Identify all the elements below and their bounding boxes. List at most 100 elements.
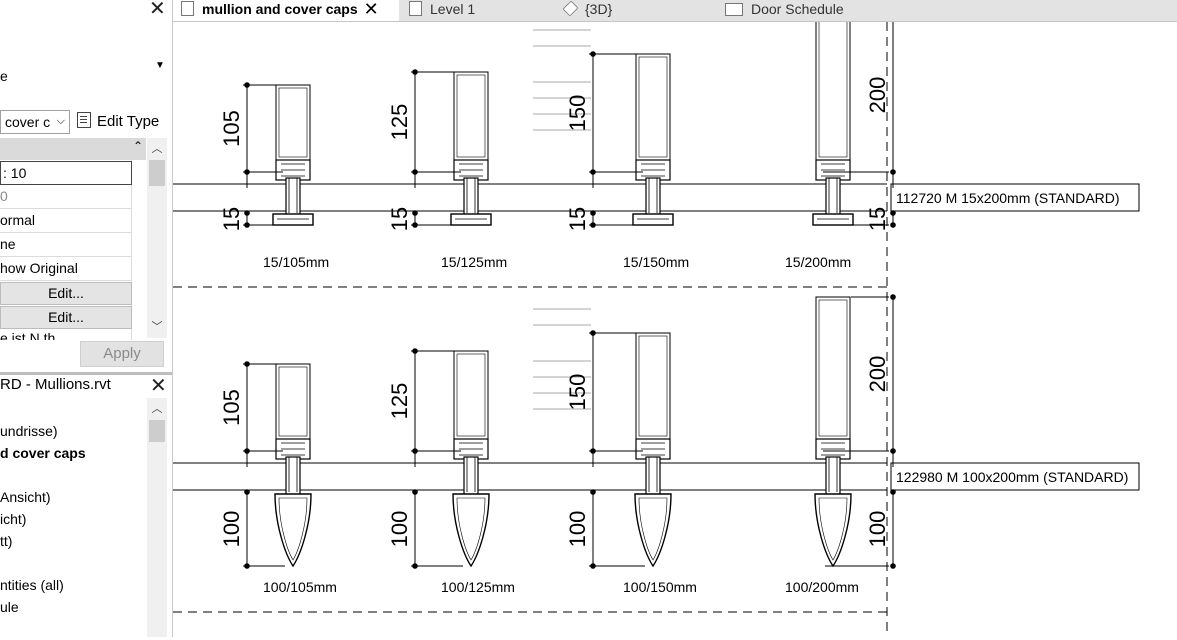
stem-detail <box>648 178 658 213</box>
mullion-stem <box>645 456 661 499</box>
type-selector-dropdown[interactable]: cover c ⌵ <box>0 110 70 134</box>
browser-item[interactable]: Ansicht) <box>0 489 51 505</box>
dimension-tick <box>244 210 250 216</box>
dimension-value: 105 <box>219 389 244 426</box>
cover-cap-inner <box>638 497 668 561</box>
browser-item[interactable]: ntities (all) <box>0 577 64 593</box>
dimension-tick <box>890 563 896 569</box>
scroll-down-icon[interactable]: ﹀ <box>151 321 163 333</box>
mullion-body-inner <box>456 74 486 158</box>
property-row-2[interactable]: 0 <box>0 185 132 209</box>
project-browser-close-icon[interactable]: ✕ <box>150 375 167 397</box>
chevron-down-icon: ⌵ <box>56 115 65 127</box>
mullion-label: 100/125mm <box>441 579 515 595</box>
cover-dimension-value: 15 <box>387 207 412 231</box>
cover-cap-inner <box>818 497 848 561</box>
edit-button-1[interactable]: Edit... <box>0 282 132 305</box>
mullion-body-inner <box>278 366 308 437</box>
panel-divider[interactable] <box>0 372 172 375</box>
mullion-body <box>453 71 489 161</box>
mullion-stem <box>463 177 479 220</box>
tab-level-1[interactable]: Level 1 <box>401 0 551 21</box>
apply-button[interactable]: Apply <box>80 341 164 367</box>
dimension-tick <box>244 489 250 495</box>
property-row-8[interactable]: e ist N th <box>0 330 132 340</box>
mullion-profile: 100/125mm <box>441 350 515 595</box>
dimension-value: 125 <box>387 383 412 420</box>
scroll-thumb[interactable] <box>149 160 165 186</box>
mullion-drawing[interactable]: 112720 M 15x200mm (STANDARD)15/105mm1051… <box>173 15 1177 637</box>
mullion-tag-box <box>890 183 1140 212</box>
tab-mullion-and-cover-caps[interactable]: mullion and cover caps✕ <box>173 0 399 21</box>
mullion-stem <box>825 177 841 220</box>
properties-fragment: e <box>0 68 8 84</box>
tab-3d[interactable]: {3D} <box>556 0 706 21</box>
mullion-stem <box>285 456 301 499</box>
cover-dimension-value: 100 <box>219 511 244 548</box>
stem-detail <box>288 178 298 213</box>
cover-cap-inner <box>456 497 486 561</box>
dimension-tick <box>412 489 418 495</box>
mullion-profile: 100/200mm <box>785 296 859 595</box>
dimension-tick <box>590 169 596 175</box>
stem-detail <box>288 457 298 492</box>
mullion-body <box>275 84 311 161</box>
edit-type-button[interactable]: Edit Type <box>77 112 159 130</box>
dimension-tick <box>412 169 418 175</box>
property-value: ormal <box>0 212 36 228</box>
cover-cap-inner <box>278 497 308 561</box>
properties-close-icon[interactable]: ✕ <box>149 0 166 20</box>
property-row-3[interactable]: ormal <box>0 209 132 233</box>
property-row-scale[interactable]: : 10 <box>0 161 132 185</box>
properties-scrollbar[interactable]: ︿ ﹀ <box>147 138 167 338</box>
mullion-tag-text: 112720 M 15x200mm (STANDARD) <box>896 190 1120 206</box>
project-browser-scrollbar[interactable]: ︿ <box>147 398 167 637</box>
connector-detail <box>641 442 665 456</box>
dimension-value: 150 <box>565 374 590 411</box>
property-row-5[interactable]: how Original <box>0 257 132 281</box>
dimension-tick <box>890 210 896 216</box>
mullion-label: 100/200mm <box>785 579 859 595</box>
browser-item[interactable]: undrisse) <box>0 423 58 439</box>
browser-item-active-view[interactable]: d cover caps <box>0 445 86 461</box>
browser-item[interactable]: icht) <box>0 511 27 527</box>
edit-button-2[interactable]: Edit... <box>0 306 132 329</box>
property-row-4[interactable]: ne <box>0 233 132 257</box>
scroll-up-icon[interactable]: ︿ <box>151 143 163 155</box>
dimension-value: 105 <box>219 110 244 147</box>
mullion-stem <box>463 456 479 499</box>
mullion-body <box>815 17 851 161</box>
tab-label: {3D} <box>585 1 613 17</box>
stem-detail <box>466 457 476 492</box>
stem-detail <box>466 178 476 213</box>
browser-item[interactable]: ule <box>0 599 19 615</box>
mullion-stem <box>645 177 661 220</box>
left-panels: ✕ ▼ e cover c ⌵ Edit Type : 10 0 ormal n… <box>0 0 173 637</box>
cover-dimension-value: 100 <box>387 511 412 548</box>
collapse-up-icon[interactable]: ⌃ <box>133 139 144 153</box>
mullion-body-inner <box>278 87 308 158</box>
close-tab-icon[interactable]: ✕ <box>363 0 379 19</box>
scroll-up-icon[interactable]: ︿ <box>151 403 163 415</box>
scroll-thumb[interactable] <box>149 420 165 442</box>
cover-cap-bullet <box>814 493 852 568</box>
properties-group-header[interactable] <box>0 138 146 160</box>
properties-dropdown-arrow-icon[interactable]: ▼ <box>155 60 165 71</box>
property-value: 0 <box>0 188 8 204</box>
property-value: ne <box>0 236 16 252</box>
property-value: how Original <box>0 260 78 276</box>
tab-label: Door Schedule <box>751 1 844 17</box>
cover-dimension-value: 15 <box>219 207 244 231</box>
dimension-tick <box>590 210 596 216</box>
dimension-value: 200 <box>865 356 890 393</box>
mullion-stem <box>285 177 301 220</box>
edit-type-label: Edit Type <box>97 113 160 130</box>
browser-item[interactable]: tt) <box>0 533 13 549</box>
grid-divider <box>131 160 132 340</box>
dimension-tick <box>412 69 418 75</box>
tab-door-schedule[interactable]: Door Schedule <box>717 0 907 21</box>
